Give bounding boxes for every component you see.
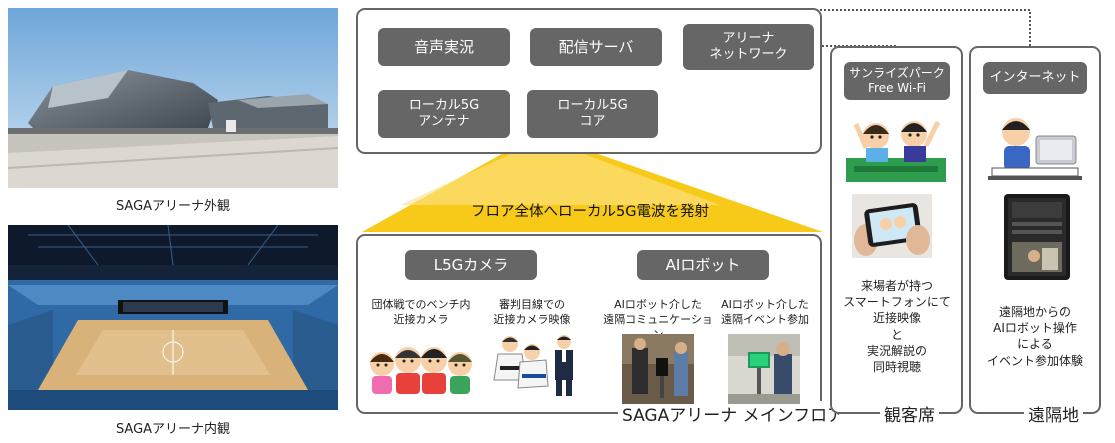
robot-event-photo bbox=[728, 334, 800, 404]
robot-use-communication: AIロボット介した 遠隔コミュニケーション bbox=[603, 298, 713, 341]
audience-cheering-illustration bbox=[846, 120, 946, 182]
internet-box: インターネット bbox=[983, 62, 1087, 94]
remote-robot-screen-photo bbox=[1004, 194, 1070, 280]
arena-exterior-photo bbox=[8, 8, 338, 188]
camera-use-bench: 団体戦でのベンチ内 近接カメラ bbox=[371, 298, 471, 326]
ai-robot-box: AIロボット bbox=[637, 250, 769, 280]
arena-interior-photo bbox=[8, 225, 338, 410]
smartphone-viewing-photo bbox=[852, 194, 932, 258]
remote-experience-description: 遠隔地からの AIロボット操作 による イベント参加体験 bbox=[986, 305, 1083, 368]
remote-location-title: 遠隔地 bbox=[1024, 401, 1083, 426]
audience-seats-title: 観客席 bbox=[880, 401, 939, 426]
l5g-camera-box: L5Gカメラ bbox=[405, 250, 537, 280]
interior-caption: SAGAアリーナ内観 bbox=[115, 422, 231, 437]
distribution-server-box: 配信サーバ bbox=[530, 28, 662, 66]
arena-network-box: アリーナ ネットワーク bbox=[683, 24, 814, 70]
local5g-antenna-box: ローカル5G アンテナ bbox=[378, 90, 510, 138]
audio-commentary-box: 音声実況 bbox=[378, 28, 510, 66]
robot-communication-photo bbox=[622, 334, 694, 404]
camera-use-referee: 審判目線での 近接カメラ映像 bbox=[493, 298, 571, 326]
judo-referee-illustration bbox=[493, 335, 573, 396]
remote-user-pc-illustration bbox=[988, 118, 1082, 180]
beam-label: フロア全体へローカル5G電波を発射 bbox=[471, 204, 709, 220]
robot-use-event: AIロボット介した 遠隔イベント参加 bbox=[721, 298, 809, 326]
cheering-team-illustration bbox=[370, 347, 472, 394]
exterior-caption: SAGAアリーナ外観 bbox=[115, 199, 231, 214]
local5g-core-box: ローカル5G コア bbox=[527, 90, 658, 138]
sunrise-park-wifi-box: サンライズパーク Free Wi-Fi bbox=[844, 62, 950, 100]
main-floor-title: SAGAアリーナ メインフロア bbox=[618, 401, 849, 426]
audience-viewing-description: 来場者が持つ スマートフォンにて 近接映像 と 実況解説の 同時視聴 bbox=[843, 279, 951, 374]
